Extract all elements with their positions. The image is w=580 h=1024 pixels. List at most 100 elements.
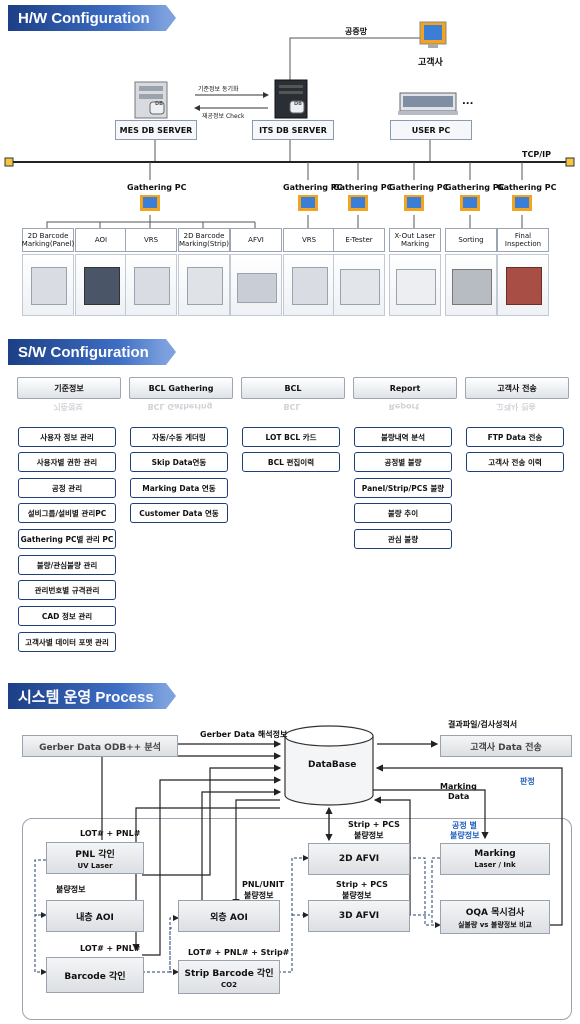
sw-menu-item[interactable]: 관리번호별 규격관리	[18, 580, 116, 600]
gathering-pc-icon	[512, 195, 532, 211]
sw-menu-item[interactable]: 자동/수동 게더링	[130, 427, 228, 447]
sw-column-header: BCL	[241, 377, 345, 399]
sw-menu-item[interactable]: 사용자별 권한 관리	[18, 452, 116, 472]
sw-column-header: 고객사 전송	[465, 377, 569, 399]
inner-aoi-box: 내층 AOI	[46, 900, 144, 932]
result-file-label: 결과파일/검사성적서	[448, 720, 518, 729]
sync-label: 기준정보 동기화	[198, 86, 239, 93]
gathering-pc-icon	[404, 195, 424, 211]
pnl-unit-label-1: PNL/UNIT	[242, 880, 285, 889]
sw-column-header: 기준정보	[17, 377, 121, 399]
gathering-pc-label: Gathering PC	[127, 183, 187, 192]
equipment-label: E-Tester	[333, 228, 385, 252]
its-db-tag: DB	[294, 101, 302, 107]
gathering-pc-label: Gathering PC	[497, 183, 557, 192]
sw-menu-item[interactable]: Gathering PC별 관리 PC	[18, 529, 116, 549]
equipment-photo	[230, 254, 282, 316]
sw-menu-item[interactable]: 관심 불량	[354, 529, 452, 549]
equipment-photo	[333, 254, 385, 316]
gerber-analysis-box: Gerber Data ODB++ 분석	[22, 735, 178, 757]
sw-header-reflection: BCL	[283, 402, 301, 412]
sw-header-reflection: 고객사 전송	[496, 402, 536, 412]
equipment-label: 2D Barcode Marking(Strip)	[178, 228, 230, 252]
sw-header-reflection: 기준정보	[53, 402, 83, 412]
equipment-photo	[125, 254, 177, 316]
mes-db-tag: DB	[155, 101, 163, 107]
sw-column-header: Report	[353, 377, 457, 399]
gathering-pc-icon	[298, 195, 318, 211]
sw-header-reflection: Report	[388, 402, 420, 412]
sw-menu-item[interactable]: Customer Data 연동	[130, 503, 228, 523]
database-label: DataBase	[308, 760, 357, 770]
strip-pcs-label-2: Strip + PCS	[336, 880, 388, 889]
gathering-pc-label: Gathering PC	[389, 183, 449, 192]
sw-menu-item[interactable]: 불량 추이	[354, 503, 452, 523]
equipment-label: VRS	[125, 228, 177, 252]
strip-pcs-label-2b: 불량정보	[342, 891, 372, 900]
sw-menu-item[interactable]: 불량내역 분석	[354, 427, 452, 447]
sw-menu-item[interactable]: 공정 관리	[18, 478, 116, 498]
hw-config-banner: H/W Configuration	[8, 5, 176, 31]
sw-menu-item[interactable]: 사용자 정보 관리	[18, 427, 116, 447]
equipment-label: VRS	[283, 228, 335, 252]
sw-menu-item[interactable]: FTP Data 전송	[466, 427, 564, 447]
process-banner: 시스템 운영 Process	[8, 683, 176, 709]
customer-send-box: 고객사 Data 전송	[440, 735, 572, 757]
outer-aoi-box: 외층 AOI	[178, 900, 280, 932]
gerber-info-label: Gerber Data 해석정보	[200, 730, 288, 739]
mes-db-server: MES DB SERVER	[115, 120, 197, 140]
marking-data-label-2: Data	[448, 792, 470, 801]
its-server-icon	[274, 79, 308, 119]
equipment-photo	[389, 254, 441, 316]
user-pc: USER PC	[390, 120, 472, 140]
sw-menu-item[interactable]: 고객사별 데이터 포맷 관리	[18, 632, 116, 652]
mes-server-icon	[134, 81, 168, 119]
sw-menu-item[interactable]: 고객사 전송 이력	[466, 452, 564, 472]
ellipsis: ...	[462, 96, 474, 107]
customer-label: 고객사	[418, 58, 443, 68]
process-flow-lines	[34, 725, 563, 975]
sw-menu-item[interactable]: BCL 편집이력	[242, 452, 340, 472]
sw-menu-item[interactable]: 불량/관심불량 관리	[18, 555, 116, 575]
equipment-label: X-Out Laser Marking	[389, 228, 441, 252]
proc-defect-label-2: 불량정보	[450, 831, 480, 840]
tcp-ip-label: TCP/IP	[522, 150, 551, 159]
lot-pnl-label-2: LOT# + PNL#	[80, 944, 141, 953]
user-pc-icon	[398, 92, 458, 115]
equipment-label: AFVI	[230, 228, 282, 252]
sw-menu-item[interactable]: 설비그룹/설비별 관리PC	[18, 503, 116, 523]
public-net-label: 공중망	[345, 27, 368, 36]
pnl-unit-label-2: 불량정보	[244, 891, 274, 900]
gathering-pc-icon	[140, 195, 160, 211]
strip-pcs-label-1b: 불량정보	[354, 831, 384, 840]
sw-config-banner: S/W Configuration	[8, 339, 176, 365]
equipment-label: Final Inspection	[497, 228, 549, 252]
equipment-photo	[445, 254, 497, 316]
sw-menu-item[interactable]: Marking Data 연동	[130, 478, 228, 498]
sw-menu-item[interactable]: Skip Data연동	[130, 452, 228, 472]
database-icon	[284, 725, 374, 806]
gathering-pc-icon	[348, 195, 368, 211]
equipment-photo	[497, 254, 549, 316]
barcode-engrave-box: Barcode 각인	[46, 957, 144, 993]
gathering-pc-icon	[460, 195, 480, 211]
equipment-photo	[22, 254, 74, 316]
gathering-pc-label: Gathering PC	[333, 183, 393, 192]
strip-pcs-label-1: Strip + PCS	[348, 820, 400, 829]
equipment-label: Sorting	[445, 228, 497, 252]
sw-menu-item[interactable]: 공정별 불량	[354, 452, 452, 472]
check-label: 재공정보 Check	[202, 113, 245, 120]
sw-menu-item[interactable]: LOT BCL 카드	[242, 427, 340, 447]
sw-menu-item[interactable]: Panel/Strip/PCS 불량	[354, 478, 452, 498]
afvi-2d-box: 2D AFVI	[308, 843, 410, 875]
lot-pnl-strip-label: LOT# + PNL# + Strip#	[188, 948, 290, 957]
judgement-label: 판정	[520, 777, 535, 786]
sw-menu-item[interactable]: CAD 정보 관리	[18, 606, 116, 626]
hw-diagram-lines	[4, 21, 575, 228]
sw-column-header: BCL Gathering	[129, 377, 233, 399]
marking-data-label-1: Marking	[440, 782, 477, 791]
sw-header-reflection: BCL Gathering	[147, 402, 213, 412]
